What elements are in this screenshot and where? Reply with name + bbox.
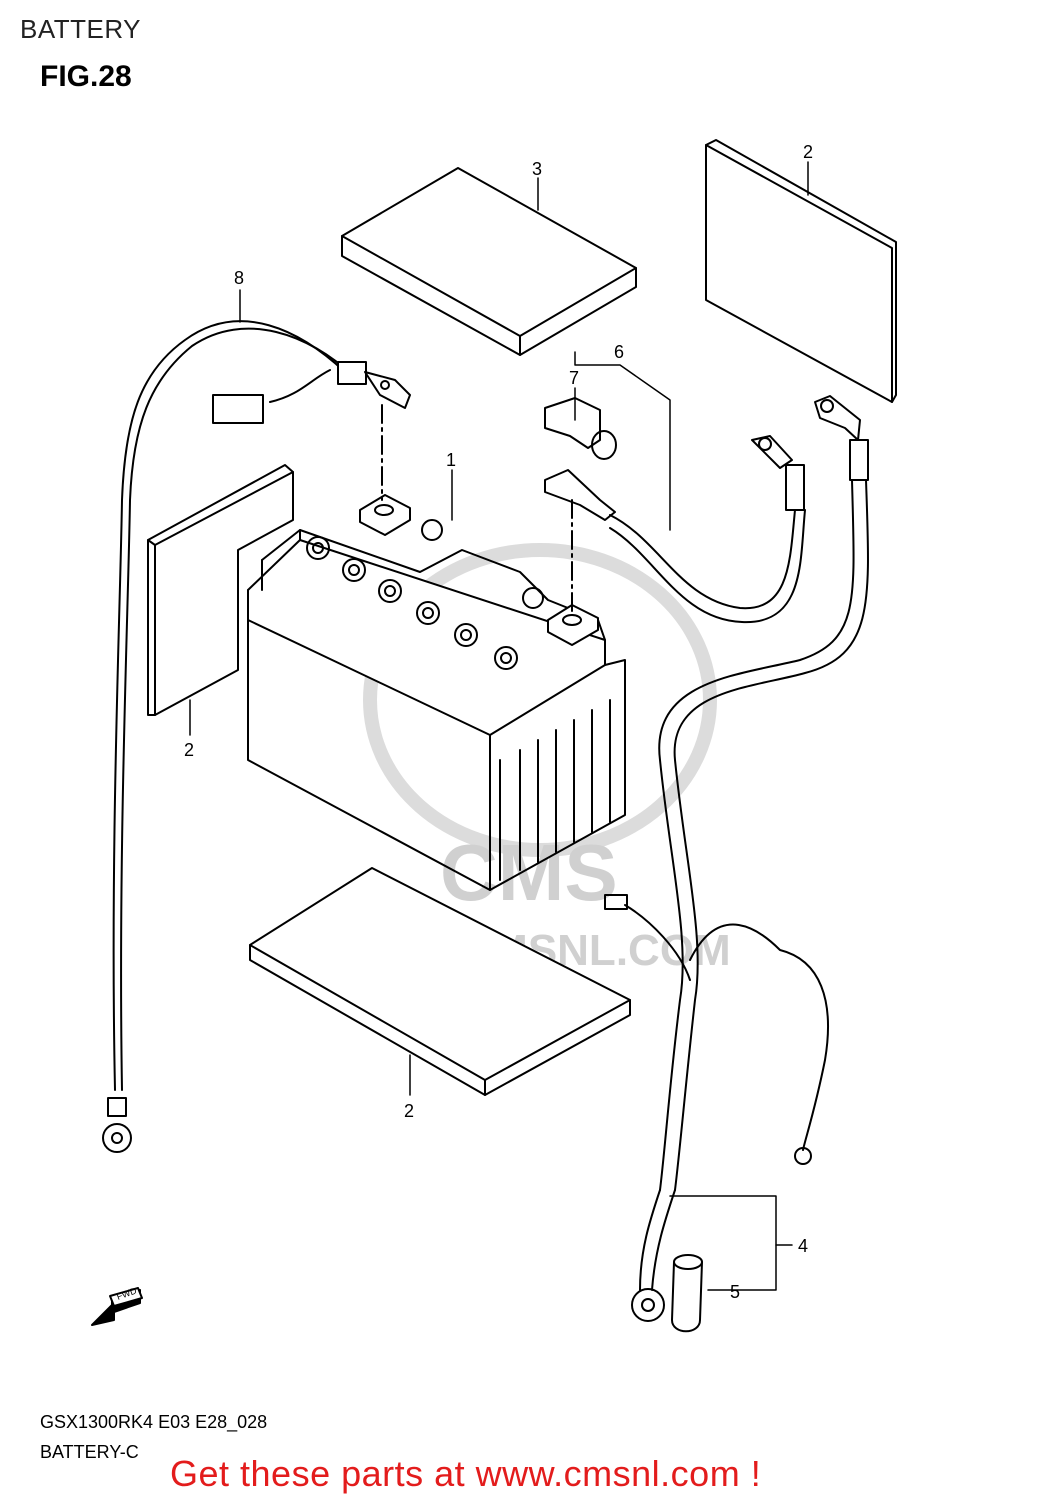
battery-part-1 [247, 494, 626, 891]
model-code: GSX1300RK4 E03 E28_028 [40, 1412, 268, 1432]
positive-cable-part-6 [544, 397, 806, 624]
callout-6: 6 [614, 342, 624, 362]
assembly-lines [381, 404, 573, 616]
sub-code: BATTERY-C [40, 1442, 139, 1462]
pad-part-3 [341, 167, 637, 356]
callout-5: 5 [730, 1282, 740, 1302]
callout-8: 8 [234, 268, 244, 288]
callout-2-left: 2 [184, 740, 194, 760]
plate-part-2-top-right [705, 139, 897, 403]
callout-2-top-right: 2 [803, 142, 813, 162]
plate-part-2-bottom [249, 867, 631, 1096]
callout-2-bottom: 2 [404, 1101, 414, 1121]
plate-part-2-left [147, 464, 294, 716]
fwd-arrow-icon [91, 1287, 143, 1326]
callout-4: 4 [798, 1236, 808, 1256]
leader-lines [189, 161, 809, 1291]
terminal-boot-part-5 [671, 1254, 703, 1333]
harness-part-8 [102, 320, 411, 1153]
figure-title: FIG.28 [40, 60, 132, 93]
callout-1: 1 [446, 450, 456, 470]
watermark-logo: CMS [440, 828, 618, 917]
negative-cable-part-4 [604, 395, 869, 1322]
cta-link[interactable]: Get these parts at www.cmsnl.com ! [170, 1453, 762, 1494]
callout-7: 7 [569, 368, 579, 388]
section-title: BATTERY [20, 14, 142, 44]
callout-3: 3 [532, 159, 542, 179]
